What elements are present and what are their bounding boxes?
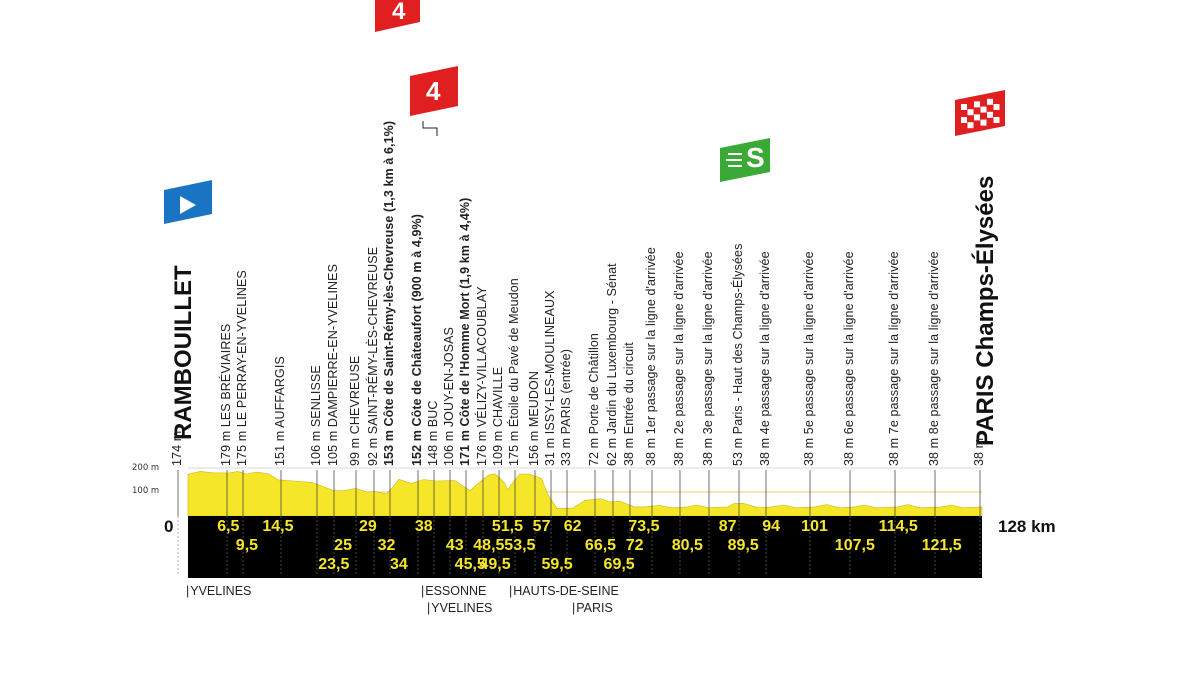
finish-checker-square [987,111,993,118]
km-marker: 94 [762,518,780,535]
elevation-area [187,471,983,517]
distance-band [188,516,982,578]
km-marker: 73,5 [628,518,660,535]
waypoint-label: 31 m ISSY-LES-MOULINEAUX [543,290,557,466]
km-marker: 89,5 [727,537,759,554]
waypoint-label: 38 m Entrée du circuit [622,342,636,466]
start-distance-label: 0 [164,517,174,536]
km-marker: 59,5 [541,556,573,573]
waypoint-label: 106 m SENLISSE [309,365,323,466]
region-label: PARIS [572,601,613,615]
finish-checker-square [987,98,993,105]
waypoint-label: 62 m Jardin du Luxembourg - Sénat [605,263,619,466]
waypoint-label: 176 m VÉLIZY-VILLACOUBLAY [475,286,489,466]
km-marker: 32 [377,537,396,554]
waypoint-label: 171 m Côte de l'Homme Mort (1,9 km à 4,4… [458,197,472,466]
finish-checker-square [967,122,974,129]
finish-distance-label: 128 km [998,517,1056,536]
km-marker: 43 [445,537,464,554]
km-marker: 45,5 [454,556,486,573]
km-marker: 34 [390,556,408,573]
km-marker: 23,5 [318,556,350,573]
waypoint-label: 38 m 7e passage sur la ligne d'arrivée [887,251,901,466]
start-town-label: RAMBOUILLET [170,265,197,440]
finish-town-label: PARIS Champs-Élysées [972,175,999,446]
finish-checker-square [993,117,1000,123]
waypoint-label: 33 m PARIS (entrée) [559,349,573,466]
km-marker: 69,5 [603,556,635,573]
km-marker: 57 [532,518,551,535]
km-marker: 51,5 [491,518,524,535]
y-tick-200: 200 m [132,463,160,473]
km-marker: 87 [718,518,737,535]
sprint-flag-icon [720,138,770,182]
km-marker: 6,5 [217,518,240,535]
waypoint-label: 179 m LES BRÉVIAIRES [219,323,233,466]
waypoint-label: 38 m 4e passage sur la ligne d'arrivée [758,251,772,466]
finish-flag-icon [955,90,1005,136]
waypoint-label: 53 m Paris - Haut des Champs-Élysées [731,243,745,466]
finish-checker-square [980,106,987,113]
region-label: HAUTS-DE-SEINE [509,584,619,598]
km-marker: 48,5 [473,537,505,554]
waypoint-label: 175 m Étoile du Pavé de Meudon [507,278,521,466]
finish-checker-square [967,109,974,116]
km-marker: 25 [334,537,352,554]
climb-2-category-label: 4 [426,76,441,106]
km-marker: 114,5 [878,518,918,535]
waypoint-label: 174 m [170,430,184,466]
waypoint-label: 153 m Côte de Saint-Rémy-lès-Chevreuse (… [382,120,396,466]
km-marker: 121,5 [921,537,962,554]
km-marker: 29 [358,518,377,535]
waypoint-label: 99 m CHEVREUSE [348,355,362,466]
region-label: YVELINES [186,584,251,598]
waypoint-label: 152 m Côte de Châteaufort (900 m à 4,9%) [410,214,424,466]
waypoint-label: 109 m CHAVILLE [491,366,505,466]
km-marker: 72 [625,537,644,554]
finish-checker-square [993,104,1000,110]
waypoint-label: 148 m BUC [426,400,440,466]
waypoint-label: 151 m AUFFARGIS [273,356,287,466]
waypoint-label: 156 m MEUDON [527,371,541,466]
waypoint-label: 38 m 5e passage sur la ligne d'arrivée [802,251,816,466]
finish-checker-square [974,101,980,108]
km-marker: 80,5 [671,537,703,554]
climb-cat4-flag-icon [375,0,420,32]
finish-checker-square [961,117,967,123]
km-marker: 38 [414,518,433,535]
sprint-label: S [746,142,765,173]
finish-checker-square [961,104,967,110]
finish-checker-square [974,114,980,121]
km-marker: 62 [563,518,582,535]
km-marker: 101 [801,518,828,535]
waypoint-label: 38 m 1er passage sur la ligne d'arrivée [644,247,658,466]
y-tick-100: 100 m [132,486,160,496]
km-marker: 14,5 [262,518,294,535]
km-marker: 66,5 [584,537,617,554]
start-flag-icon [164,180,212,224]
region-label: YVELINES [427,601,492,615]
km-marker: 53,5 [504,537,536,554]
waypoint-label: 38 m 3e passage sur la ligne d'arrivée [701,251,715,466]
waypoint-label: 175 m LE PERRAY-EN-YVELINES [235,270,249,466]
waypoint-label: 38 m [972,437,986,466]
waypoint-label: 105 m DAMPIERRE-EN-YVELINES [326,263,340,466]
climb-cat4-flag-icon [410,66,458,136]
km-marker: 49,5 [479,556,511,573]
climb-1-category-label: 4 [392,0,406,25]
waypoint-label: 38 m 8e passage sur la ligne d'arrivée [927,251,941,466]
waypoint-label: 72 m Porte de Châtillon [587,333,601,466]
finish-checker-square [980,119,987,126]
waypoint-label: 106 m JOUY-EN-JOSAS [442,327,456,466]
region-label: ESSONNE [421,584,486,598]
km-marker: 9,5 [235,537,259,554]
waypoint-label: 38 m 6e passage sur la ligne d'arrivée [842,251,856,466]
waypoint-label: 38 m 2e passage sur la ligne d'arrivée [672,251,686,466]
waypoint-leader-lines [177,470,981,576]
km-marker: 107,5 [834,537,875,554]
waypoint-label: 92 m SAINT-RÉMY-LÈS-CHEVREUSE [366,246,380,466]
